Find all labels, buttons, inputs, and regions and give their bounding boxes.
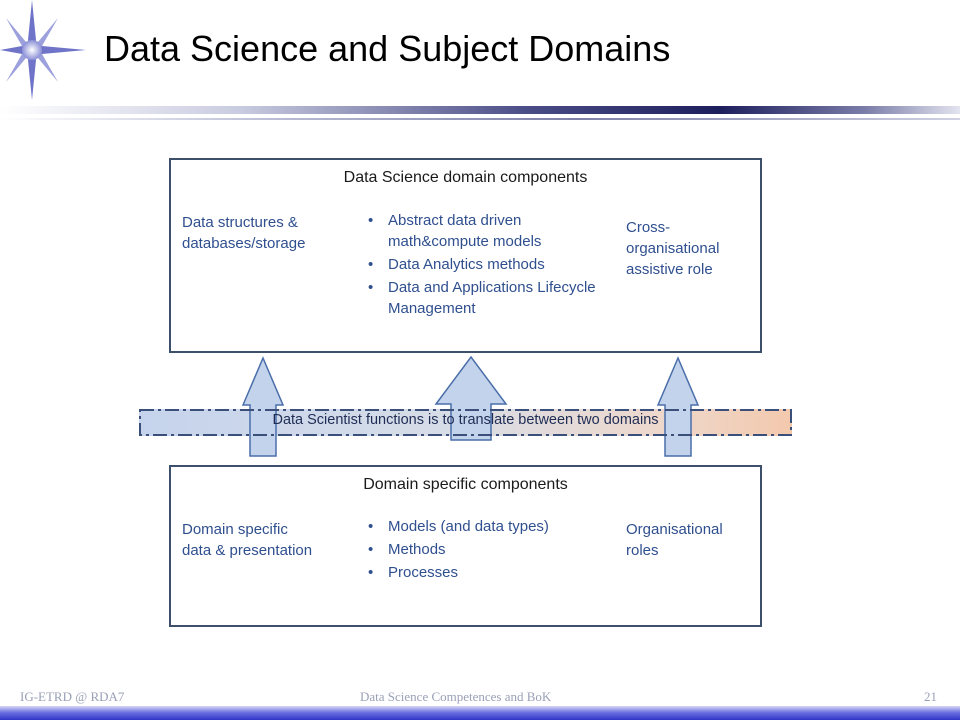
- panel-left-text: Domain specific data & presentation: [182, 521, 313, 559]
- list-item: Models (and data types): [368, 516, 608, 537]
- star-burst-icon: [0, 0, 86, 100]
- footer-event: IG-ETRD @ RDA7: [20, 689, 125, 704]
- arrow-left: [241, 356, 285, 457]
- domain-specific-components-panel: Domain specific components Domain specif…: [169, 465, 762, 627]
- list-item: Data and Applications Lifecycle Manageme…: [368, 277, 598, 319]
- panel-right-text: Organisational roles: [626, 521, 723, 559]
- slide-title: Data Science and Subject Domains: [104, 28, 671, 69]
- list-item: Processes: [368, 562, 608, 583]
- list-item: Abstract data driven math&compute models: [368, 210, 598, 252]
- list-item: Methods: [368, 539, 608, 560]
- arrow-right: [656, 356, 700, 457]
- title-gradient-bar: [0, 106, 960, 114]
- band-label: Data Scientist functions is to translate…: [272, 412, 659, 428]
- panel-right-text: Cross- organisational assistive role: [626, 219, 720, 278]
- page-number: 21: [924, 689, 937, 704]
- panel-left-text: Data structures & databases/storage: [182, 214, 306, 252]
- title-underline: [0, 118, 960, 120]
- panel-bullet-list: Abstract data driven math&compute models…: [368, 210, 598, 321]
- footer-gradient-bar: [0, 706, 960, 720]
- band-dashed-border: [139, 409, 792, 436]
- footer-title: Data Science Competences and BoK: [360, 689, 552, 704]
- panel-bullet-list: Models (and data types) Methods Processe…: [368, 516, 608, 585]
- panel-heading: Domain specific components: [363, 476, 568, 493]
- data-science-components-panel: Data Science domain components Data stru…: [169, 158, 762, 353]
- panel-heading: Data Science domain components: [343, 169, 588, 186]
- list-item: Data Analytics methods: [368, 254, 598, 275]
